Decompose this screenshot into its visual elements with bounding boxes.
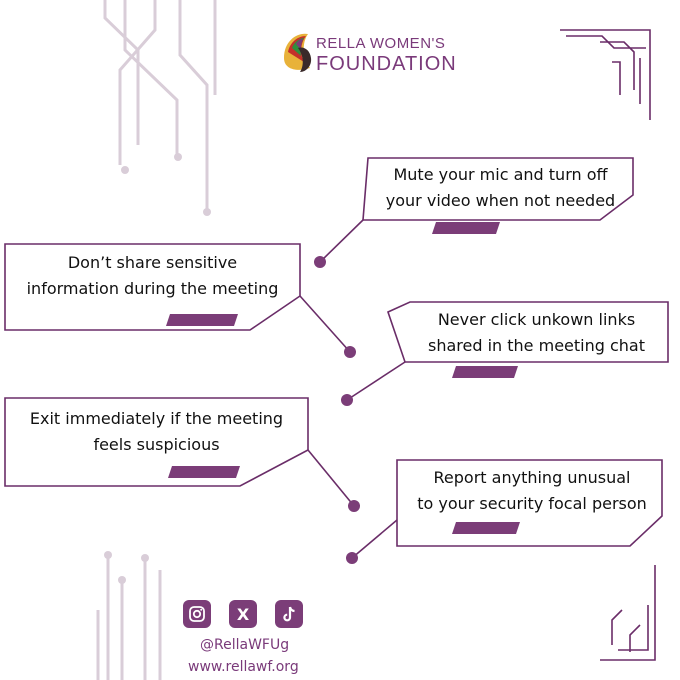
tip-3-connector: [346, 361, 406, 401]
bottom-left-circuit-nodes: [104, 551, 149, 584]
tip-5-frame: [396, 459, 663, 547]
tiktok-glyph: [283, 606, 295, 622]
top-left-circuit: [103, 0, 217, 210]
x-glyph: X: [236, 604, 250, 624]
x-icon[interactable]: X: [229, 600, 257, 628]
tip-unknown-links: Never click unkown links shared in the m…: [405, 307, 668, 359]
tip-1-frame: [362, 157, 634, 221]
tip-5-tab: [452, 522, 520, 534]
tip-3-node: [341, 394, 353, 406]
tip-3-tab: [452, 366, 518, 378]
tip-report-unusual: Report anything unusual to your security…: [397, 465, 667, 517]
tip-1-line2: your video when not needed: [385, 191, 616, 210]
bottom-left-circuit: [96, 555, 162, 680]
tip-sensitive-info: Don’t share sensitive information during…: [5, 250, 300, 302]
tip-2-line2: information during the meeting: [26, 279, 279, 298]
instagram-icon[interactable]: [183, 600, 211, 628]
brand-name-line2: FOUNDATION: [316, 53, 457, 75]
tip-3-line1: Never click unkown links: [437, 310, 636, 329]
top-right-corner-circuit: [560, 29, 651, 120]
brand-name-line1: RELLA WOMEN'S: [316, 35, 446, 52]
tip-2-frame: [4, 243, 301, 331]
tip-5-node: [346, 552, 358, 564]
tip-4-node: [348, 500, 360, 512]
tip-3-line2: shared in the meeting chat: [428, 336, 645, 355]
tip-4-line2: feels suspicious: [93, 435, 220, 454]
tip-4-frame: [4, 397, 309, 487]
website-link[interactable]: www.rellawf.org: [188, 659, 299, 675]
tiktok-icon[interactable]: [275, 600, 303, 628]
tip-4-tab: [168, 466, 240, 478]
tip-5-line2: to your security focal person: [417, 494, 647, 513]
tip-2-connector: [299, 295, 351, 353]
tip-2-tab: [166, 314, 238, 326]
tip-5-line1: Report anything unusual: [433, 468, 631, 487]
tip-1-line1: Mute your mic and turn off: [393, 165, 608, 184]
bottom-right-corner-circuit: [600, 565, 656, 661]
tip-4-line1: Exit immediately if the meeting: [29, 409, 284, 428]
tip-1-connector: [319, 219, 364, 263]
woman-head-logo-icon: [284, 33, 312, 72]
tip-3-frame: [387, 301, 669, 363]
tip-exit-meeting: Exit immediately if the meeting feels su…: [5, 406, 308, 458]
tip-4-connector: [307, 449, 355, 507]
tip-2-line1: Don’t share sensitive: [67, 253, 238, 272]
tip-2-node: [344, 346, 356, 358]
instagram-glyph: [189, 606, 205, 622]
top-left-circuit-nodes: [121, 153, 211, 216]
tip-5-connector: [351, 519, 398, 559]
tip-1-tab: [432, 222, 500, 234]
social-handle[interactable]: @RellaWFUg: [200, 637, 290, 653]
tip-mute-mic: Mute your mic and turn off your video wh…: [368, 162, 633, 214]
tip-1-node: [314, 256, 326, 268]
